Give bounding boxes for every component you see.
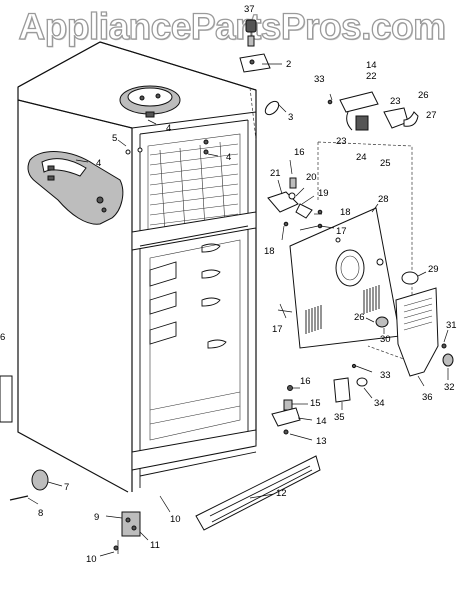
callout-7: 7	[64, 482, 69, 493]
callout-34: 34	[374, 398, 385, 409]
callout-10b: 10	[86, 554, 97, 565]
callout-22: 22	[366, 71, 377, 82]
callout-11: 11	[150, 540, 160, 551]
thermostat	[355, 115, 369, 131]
callout-17b: 17	[272, 324, 283, 335]
bushing	[264, 100, 280, 116]
callout-labels: 37 2 3 33 14 22 26 23 27 23 24 25 4 5 4 …	[0, 4, 457, 565]
screw-8	[9, 495, 29, 501]
callout-4c: 4	[96, 158, 101, 169]
hinge-cap	[245, 19, 257, 33]
toe-grille	[195, 455, 321, 531]
callout-21: 21	[270, 168, 281, 179]
callout-25: 25	[380, 158, 391, 169]
callout-29: 29	[428, 264, 439, 275]
washer-34	[356, 377, 368, 387]
callout-28: 28	[378, 194, 389, 205]
watermark-logo: AppliancePartsPros.com	[18, 5, 447, 47]
callout-13: 13	[316, 436, 327, 447]
callout-10a: 10	[170, 514, 181, 525]
mullion	[131, 211, 257, 251]
callout-27: 27	[426, 110, 437, 121]
bottom-hinge	[113, 511, 141, 554]
control-bracket	[339, 91, 379, 113]
top-hinge	[239, 19, 271, 73]
cabinet-top	[17, 41, 257, 129]
leader-lines	[27, 63, 449, 557]
dashed-guide-lines	[249, 87, 413, 363]
control-assembly	[327, 91, 419, 131]
callout-6: 6	[0, 332, 5, 343]
callout-19: 19	[318, 188, 329, 199]
callout-12: 12	[276, 488, 287, 499]
air-duct-left	[27, 151, 124, 225]
callout-18a: 18	[340, 207, 351, 218]
screw-31	[441, 343, 447, 349]
callout-8: 8	[38, 508, 43, 519]
callout-17a: 17	[336, 226, 347, 237]
roller-7	[31, 469, 49, 491]
callout-16a: 16	[294, 147, 305, 158]
callout-33b: 33	[380, 370, 391, 381]
side-panel-6	[0, 375, 13, 423]
hinge-bracket	[239, 53, 271, 73]
hinge-11	[121, 511, 141, 537]
knob-30	[375, 316, 389, 328]
hinge-pin	[247, 35, 255, 47]
callout-36: 36	[422, 392, 433, 403]
cabinet-bottom-front	[131, 429, 257, 471]
cam-35	[333, 377, 351, 403]
callout-33a: 33	[314, 74, 325, 85]
callout-9: 9	[94, 512, 99, 523]
evaporator-cover-panel	[289, 207, 401, 349]
callout-15: 15	[310, 398, 321, 409]
callout-32: 32	[444, 382, 455, 393]
callout-4b: 4	[226, 152, 231, 163]
cabinet	[17, 41, 257, 493]
fan-opening	[335, 249, 365, 287]
callout-23a: 23	[390, 96, 401, 107]
bulb-32	[442, 353, 454, 367]
light-shield	[395, 287, 439, 377]
callout-4a: 4	[166, 123, 171, 134]
shield-36	[395, 287, 439, 377]
callout-24: 24	[356, 152, 367, 163]
callout-18b: 18	[264, 246, 275, 257]
callout-14b: 14	[316, 416, 327, 427]
callout-23b: 23	[336, 136, 347, 147]
callout-20: 20	[306, 172, 317, 183]
freezer-light-housing	[119, 85, 181, 118]
callout-14a: 14	[366, 60, 377, 71]
grille-12	[195, 455, 321, 531]
callout-5: 5	[112, 133, 117, 144]
plug-29	[401, 271, 419, 285]
callout-16b: 16	[300, 376, 311, 387]
callout-26a: 26	[418, 90, 429, 101]
knob-27	[403, 111, 419, 127]
callout-35: 35	[334, 412, 345, 423]
lower-hinge-parts	[271, 377, 368, 435]
evaporator-fan-bracket	[267, 177, 323, 231]
callout-31: 31	[446, 320, 457, 331]
bracket-14	[271, 407, 301, 427]
callout-30: 30	[380, 334, 391, 345]
callout-37: 37	[244, 4, 255, 15]
callout-26b: 26	[354, 312, 365, 323]
callout-2: 2	[286, 59, 291, 70]
callout-3: 3	[288, 112, 293, 123]
